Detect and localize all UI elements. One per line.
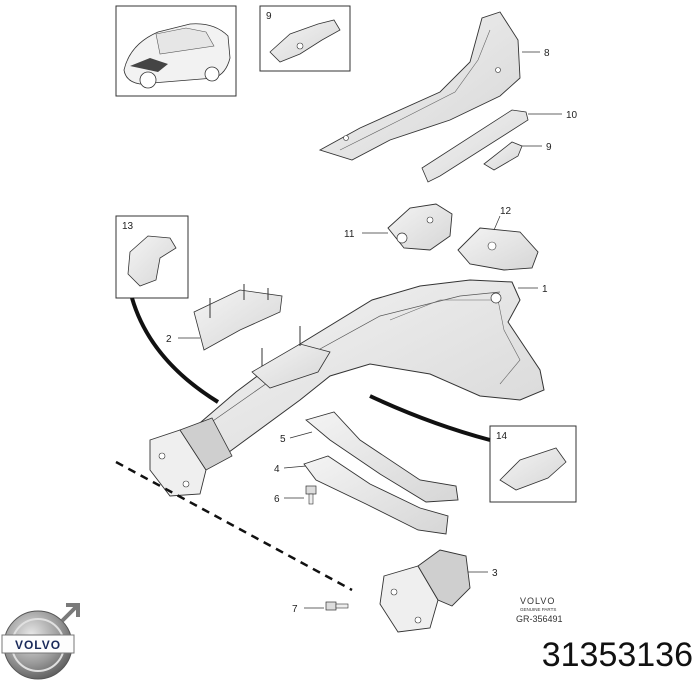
callout-12: 12	[500, 206, 512, 217]
highlighted-area	[130, 58, 168, 72]
reference-code: GR-356491	[516, 614, 563, 624]
callout-1: 1	[542, 284, 548, 295]
callout-5: 5	[280, 434, 286, 445]
part-11-mount: 11	[344, 203, 453, 251]
part-6-bolt: 6	[274, 485, 317, 505]
callout-9-top: 9	[266, 11, 272, 22]
part-4-crossmember: 4	[274, 455, 449, 535]
assembly-dashed-line	[115, 460, 353, 592]
inset-box-13: 13	[115, 215, 220, 404]
part-12-plate: 12	[457, 206, 539, 271]
part-2-brackets: 2	[166, 284, 331, 389]
logo-wordmark: VOLVO	[15, 638, 61, 652]
callout-13: 13	[122, 221, 134, 232]
part-3-crash-box: 3	[379, 549, 498, 633]
callout-2: 2	[166, 334, 172, 345]
volvo-logo: VOLVO	[1, 603, 80, 680]
inset-box-9: 9	[259, 5, 351, 72]
callout-7: 7	[292, 604, 298, 615]
part-5-crossmember: 5	[280, 411, 459, 503]
brand-label: VOLVO	[520, 596, 555, 606]
part-10-bracket: 10	[421, 109, 578, 183]
callout-6: 6	[274, 494, 280, 505]
callout-3: 3	[492, 568, 498, 579]
callout-9-right: 9	[546, 142, 552, 153]
callout-8: 8	[544, 48, 550, 59]
part-9-small-bracket: 9	[483, 141, 552, 171]
part-number: 31353136	[541, 636, 693, 674]
callout-11: 11	[344, 229, 355, 240]
car-thumbnail	[115, 5, 237, 97]
part-8-upper-rail: 8	[318, 11, 550, 161]
inset-box-14: 14	[369, 394, 577, 503]
part-7-bolt: 7	[292, 601, 349, 615]
crash-box-front	[149, 417, 233, 497]
callout-10: 10	[566, 110, 578, 121]
callout-4: 4	[274, 464, 280, 475]
genuine-parts-label: GENUINE PARTS	[520, 607, 556, 612]
callout-14: 14	[496, 431, 508, 442]
volvo-reference: VOLVO GENUINE PARTS GR-356491	[516, 596, 563, 624]
